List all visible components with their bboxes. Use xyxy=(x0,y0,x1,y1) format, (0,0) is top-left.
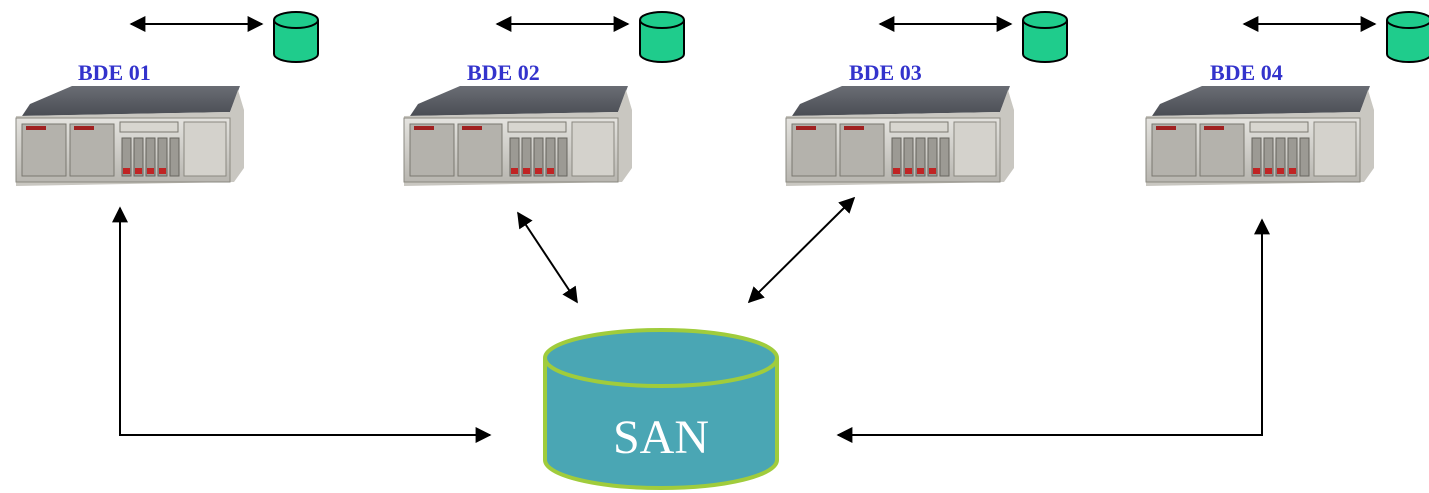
server1-san-arrow xyxy=(112,206,492,443)
san-label: SAN xyxy=(612,411,710,464)
server2-san-arrow xyxy=(517,211,578,304)
rack-server-icon xyxy=(1145,86,1374,186)
server-label: BDE 04 xyxy=(1210,60,1283,85)
server-label: BDE 01 xyxy=(78,60,151,85)
rack-server-icon xyxy=(403,86,632,186)
database-icon xyxy=(1022,11,1068,63)
database-icon xyxy=(273,11,319,63)
rack-server-icon xyxy=(15,86,244,186)
san-storage-cylinder xyxy=(543,328,779,490)
server-label: BDE 02 xyxy=(467,60,540,85)
server-label: BDE 03 xyxy=(849,60,922,85)
rack-server-icon xyxy=(785,86,1014,186)
server3-san-arrow xyxy=(747,196,856,304)
database-icon xyxy=(639,11,685,63)
database-icon xyxy=(1386,11,1429,63)
server4-san-arrow xyxy=(836,218,1270,443)
